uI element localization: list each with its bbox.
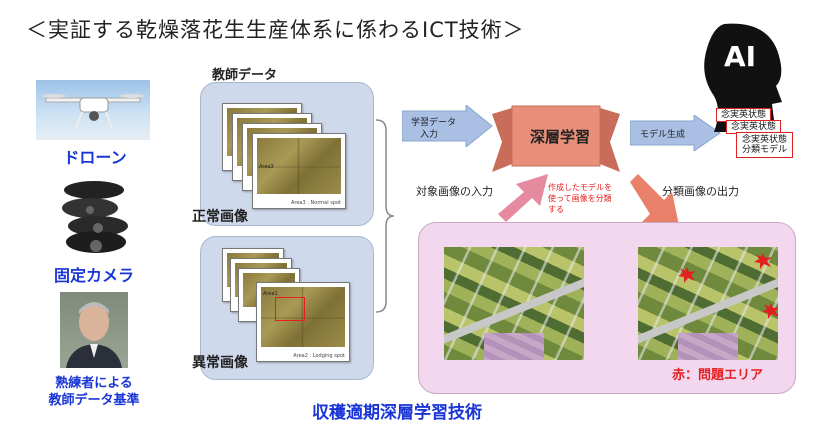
input-to-model-arrow <box>498 174 548 222</box>
lodging-highlight <box>275 297 305 321</box>
target-input-label: 対象画像の入力 <box>416 185 493 198</box>
drone-image <box>36 80 150 140</box>
bracket-connector <box>375 119 395 313</box>
model-usage-note-line1: 作成したモデルを <box>548 183 612 192</box>
problem-area-label: 赤：問題エリア <box>672 368 764 383</box>
problem-spot-icon <box>678 267 696 283</box>
normal-images-label: 正常画像 <box>192 209 248 225</box>
model-generation-arrow <box>630 115 721 151</box>
expert-label-line2: 教師データ基準 <box>48 393 140 408</box>
target-aerial-image <box>444 247 584 360</box>
person-icon <box>66 302 122 368</box>
deep-learning-block <box>492 105 620 172</box>
normal-area-tag: Area3 <box>259 163 274 170</box>
drone-label: ドローン <box>63 148 127 167</box>
page-title: ＜実証する乾燥落花生生産体系に係わるICT技術＞ <box>26 18 525 42</box>
camera-icon <box>62 181 128 253</box>
model-usage-note-line3: する <box>548 205 564 214</box>
deep-learning-label: 深層学習 <box>530 128 591 146</box>
expert-photo <box>60 292 128 368</box>
technique-title: 収穫適期深層学習技術 <box>312 403 482 423</box>
classify-output-label: 分類画像の出力 <box>662 185 739 198</box>
normal-image-card: Area3 Area3 : Normal spot <box>252 133 346 209</box>
classification-card-subtitle: 分類モデル <box>742 145 788 155</box>
model-usage-note-line2: 使って画像を分類 <box>548 194 612 203</box>
training-input-arrow <box>402 105 493 147</box>
normal-caption: Area3 : Normal spot <box>290 200 341 206</box>
problem-spot-icon <box>754 253 772 269</box>
abnormal-caption: Area2 : Lodging spot <box>293 353 345 359</box>
ai-head-icon <box>704 23 782 132</box>
abnormal-area-tag: Area1 <box>263 291 278 297</box>
training-input-label-line2: 入力 <box>420 130 439 140</box>
training-input-label-line1: 学習データ <box>411 118 457 128</box>
fixed-camera-label: 固定カメラ <box>53 266 134 285</box>
teacher-data-header: 教師データ <box>212 68 278 83</box>
problem-spot-icon <box>762 303 778 319</box>
abnormal-images-label: 異常画像 <box>192 355 248 371</box>
model-generation-label: モデル生成 <box>640 130 686 140</box>
model-to-output-arrow <box>630 174 680 230</box>
fixed-camera-image <box>48 178 140 256</box>
classification-card-main: 念実英状態 分類モデル <box>736 132 794 158</box>
abnormal-image-card: Area1 Area2 : Lodging spot <box>256 282 350 362</box>
drone-icon <box>42 94 144 129</box>
expert-label-line1: 熟練者による <box>55 376 133 391</box>
classified-aerial-image <box>638 247 778 360</box>
ai-label: AI <box>724 40 757 73</box>
classification-card-title: 念実英状態 <box>742 135 788 145</box>
